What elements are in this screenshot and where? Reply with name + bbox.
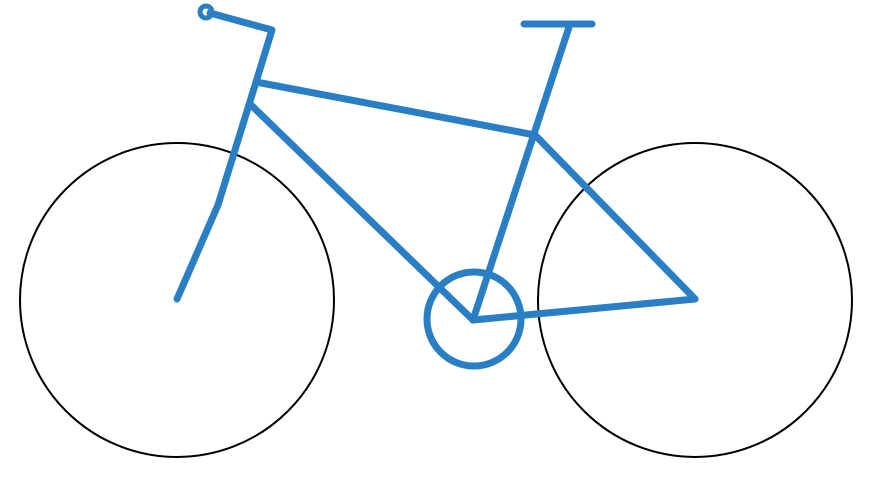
front-wheel	[19, 142, 335, 458]
front-fork	[173, 78, 260, 303]
chainring	[423, 268, 525, 370]
handlebar-grip	[197, 3, 215, 21]
top-tube	[252, 78, 539, 139]
bicycle-frame	[173, 3, 699, 370]
handlebar-stem	[206, 9, 276, 86]
seat-stay	[531, 131, 699, 303]
rear-wheel	[537, 142, 853, 458]
chain-stay	[469, 295, 699, 324]
down-tube	[246, 100, 477, 324]
seat-tube	[469, 20, 574, 324]
